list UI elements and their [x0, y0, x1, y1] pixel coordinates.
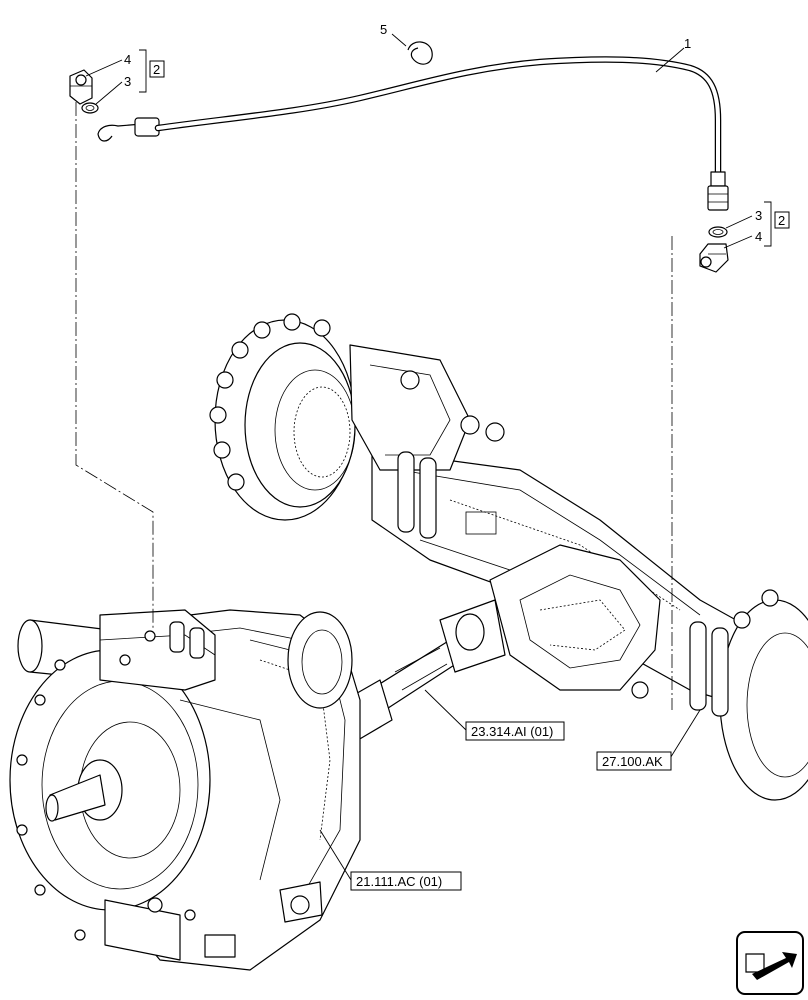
- callout-3-left: 3: [124, 74, 131, 89]
- drive-shaft: [344, 599, 506, 741]
- ref-axle-label: 27.100.AK: [602, 754, 663, 769]
- callout-1: 1: [684, 36, 691, 51]
- callout-2-right: 2: [778, 213, 785, 228]
- left-o-ring: [81, 102, 99, 114]
- callout-box-2-left: [149, 60, 165, 78]
- callout-4-left: 4: [124, 52, 131, 67]
- callout-5: 5: [380, 22, 387, 37]
- ref-axle[interactable]: 27.100.AK: [596, 751, 672, 771]
- assembly-lines: [75, 102, 673, 710]
- ref-transmission-label: 21.111.AC (01): [356, 874, 442, 889]
- hub-bolts: [209, 313, 331, 491]
- left-elbow-fitting: [69, 69, 93, 105]
- callout-box-2-right: [774, 211, 790, 229]
- hose-clip: [407, 41, 433, 65]
- hydraulic-hose: [97, 56, 729, 211]
- callout-2-left: 2: [153, 62, 160, 77]
- ref-shaft[interactable]: 23.314.AI (01): [465, 721, 565, 741]
- ref-transmission[interactable]: 21.111.AC (01): [350, 871, 462, 891]
- transmission: [9, 609, 361, 971]
- right-o-ring: [708, 226, 728, 238]
- callout-3-right: 3: [755, 208, 762, 223]
- right-elbow-fitting: [699, 243, 729, 273]
- callout-leaders: [85, 33, 772, 881]
- next-page-arrow-icon[interactable]: [736, 931, 804, 995]
- ref-shaft-label: 23.314.AI (01): [471, 724, 553, 739]
- front-axle: [209, 313, 808, 801]
- callout-4-right: 4: [755, 229, 762, 244]
